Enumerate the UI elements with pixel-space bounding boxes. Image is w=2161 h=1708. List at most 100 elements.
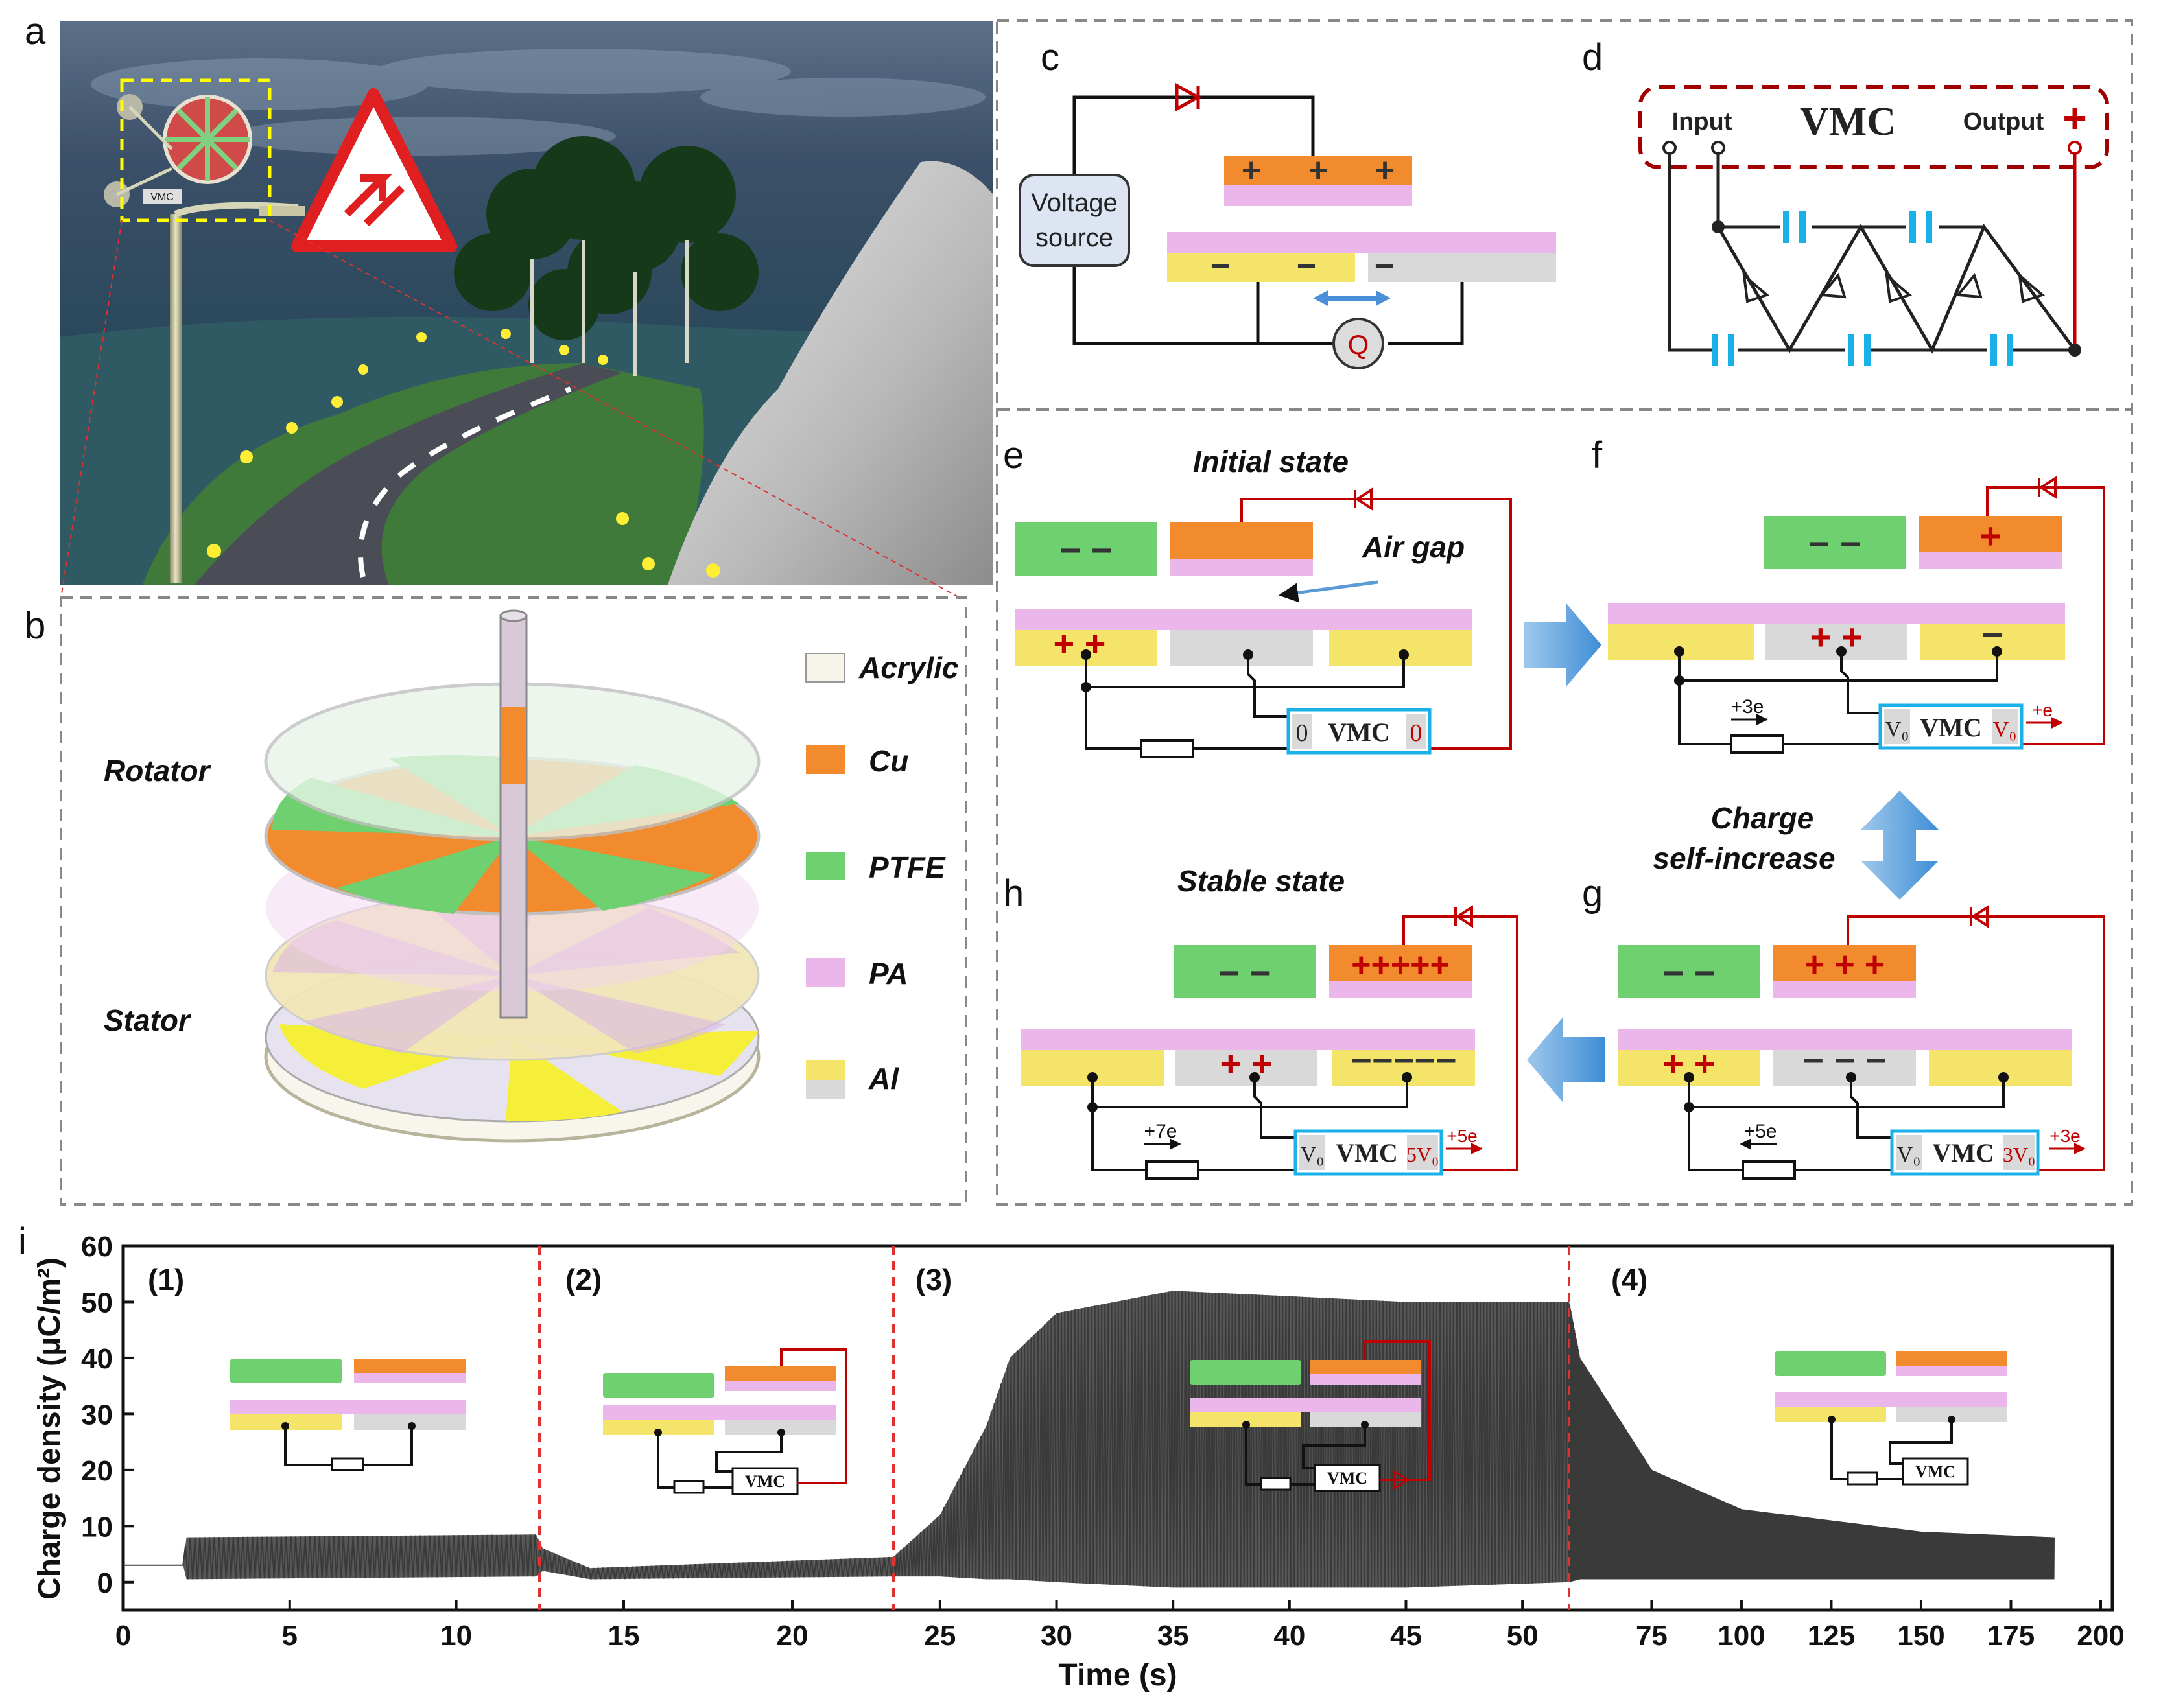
voltage-source-line2: source [1035,224,1113,252]
vmc-right: V₀ [1993,718,2016,742]
legend-ptfe: PTFE [869,850,946,884]
panel-letter-b: b [25,605,45,647]
highlight-box [120,78,272,222]
y-tick-label: 10 [81,1511,113,1543]
vmc-module [1286,708,1432,755]
vmc-left: V₀ [1897,1143,1920,1167]
panel-letter-c: c [1041,36,1059,78]
output-plus: + [2062,95,2086,141]
out-label: +e [2032,700,2053,720]
y-tick-label: 40 [81,1343,113,1375]
diode-icon [1354,487,1373,511]
x-tick-label: 100 [1718,1620,1765,1652]
out-label: +5e [1447,1126,1478,1146]
x-tick-label: 175 [1987,1620,2035,1652]
road [195,363,622,585]
stage-label-2: (2) [565,1263,602,1296]
vmc-box [1638,85,2109,169]
y-tick-label: 50 [81,1287,113,1318]
y-tick-label: 30 [81,1399,113,1431]
initial-state-title: Initial state [1193,445,1349,478]
voltage-source-box [1019,174,1130,267]
stage-label-1: (1) [148,1263,184,1296]
panel-letter-f: f [1592,434,1603,476]
stable-state-title: Stable state [1177,864,1345,898]
y-tick-label: 60 [81,1231,113,1263]
charge-meter [1332,318,1384,369]
clouds [91,49,986,156]
panel-letter-d: d [1582,36,1603,78]
road-lights [207,329,720,578]
x-tick-label: 20 [777,1620,809,1652]
x-tick-label: 150 [1897,1620,1944,1652]
svg-text:+ + +: + + + [1804,945,1885,984]
panel-letter-h: h [1003,872,1024,915]
x-tick-label: 200 [2077,1620,2124,1652]
inset-4: VMC [1775,1351,2007,1486]
svg-text:+: + [1980,515,2002,556]
svg-text:− −: − − [1219,952,1271,993]
capacitor-icons [1712,211,2013,366]
output-label: Output [1963,108,2044,135]
pa-film [1167,232,1556,253]
y-axis-label: Charge density (μC/m²) [32,1258,67,1600]
svg-text:+++++: +++++ [1351,946,1450,984]
panel-g: g − − + + + + + − − − +5e V₀ VMC 3V₀ +3e [1582,872,2105,1180]
legend-acrylic: Acrylic [858,651,958,684]
panel-letter-i: i [18,1221,27,1263]
svg-text:+ +: + + [1220,1043,1273,1084]
minus-sign: − [1375,248,1394,285]
panel-e: e Initial state − − Air gap + + 0 VMC 0 [1003,434,1512,758]
vmc-tag: VMC [150,192,174,203]
al-electrode-left [1167,253,1355,282]
road-lane-marking [358,386,572,578]
diode-chain [1742,272,2045,303]
inset-2: VMC [603,1348,847,1495]
legend-al: Al [868,1062,899,1095]
svg-text:− −: − − [1663,952,1716,993]
panel-f: f − − + + + − +3e V₀ VMC V₀ +e [1592,434,2105,754]
panels-efgh-frame [996,408,2133,1206]
rock-cliff [668,161,993,585]
diode-icon [1175,82,1202,112]
resistor-icon [1730,734,1784,754]
vmc-right: 3V₀ [2003,1143,2035,1166]
inset-vmc: VMC [1915,1462,1955,1481]
plus-sign: + [1375,152,1395,189]
diode-icon [2038,476,2057,499]
inset-1 [230,1359,466,1471]
panel-h: h Stable state − − +++++ + + −−−−− +7e V… [1003,864,1518,1180]
minus-sign: − [1210,248,1230,285]
svg-text:+ +: + + [1054,623,1106,664]
x-tick-label: 0 [115,1620,131,1652]
inset-vmc: VMC [745,1472,785,1491]
light-pole [170,214,182,583]
stage-label-4: (4) [1611,1263,1647,1296]
out-label: +3e [2049,1126,2081,1146]
charge-self-increase: Charge self-increase [1653,791,1939,900]
y-tick-label: 0 [97,1567,113,1599]
tree-trunks [530,240,689,376]
y-tick-label: 20 [81,1455,113,1487]
x-tick-label: 75 [1636,1620,1668,1652]
x-tick-label: 125 [1808,1620,1855,1652]
resistor-icon [1140,739,1194,758]
voltage-source-line1: Voltage [1031,189,1117,217]
panel-d: d Input VMC Output + [1582,36,2109,366]
plus-sign: + [1242,152,1261,189]
resistor-icon [1742,1160,1796,1180]
flow-label: +7e [1144,1121,1177,1142]
charge-label-line1: Charge [1711,801,1813,835]
charge-label-line2: self-increase [1653,841,1835,875]
x-tick-label: 10 [440,1620,472,1652]
rotator-label: Rotator [104,754,211,788]
vmc-label: VMC [1932,1138,1994,1167]
inset-3: VMC [1190,1340,1431,1492]
panel-a: a [25,10,993,598]
sharp-turn-icon [344,174,405,227]
material-legend: Acrylic Cu PTFE PA Al [805,651,958,1099]
legend-pa: PA [869,957,908,990]
resistor-icon [1145,1160,1199,1180]
inset-vmc: VMC [1327,1469,1367,1488]
